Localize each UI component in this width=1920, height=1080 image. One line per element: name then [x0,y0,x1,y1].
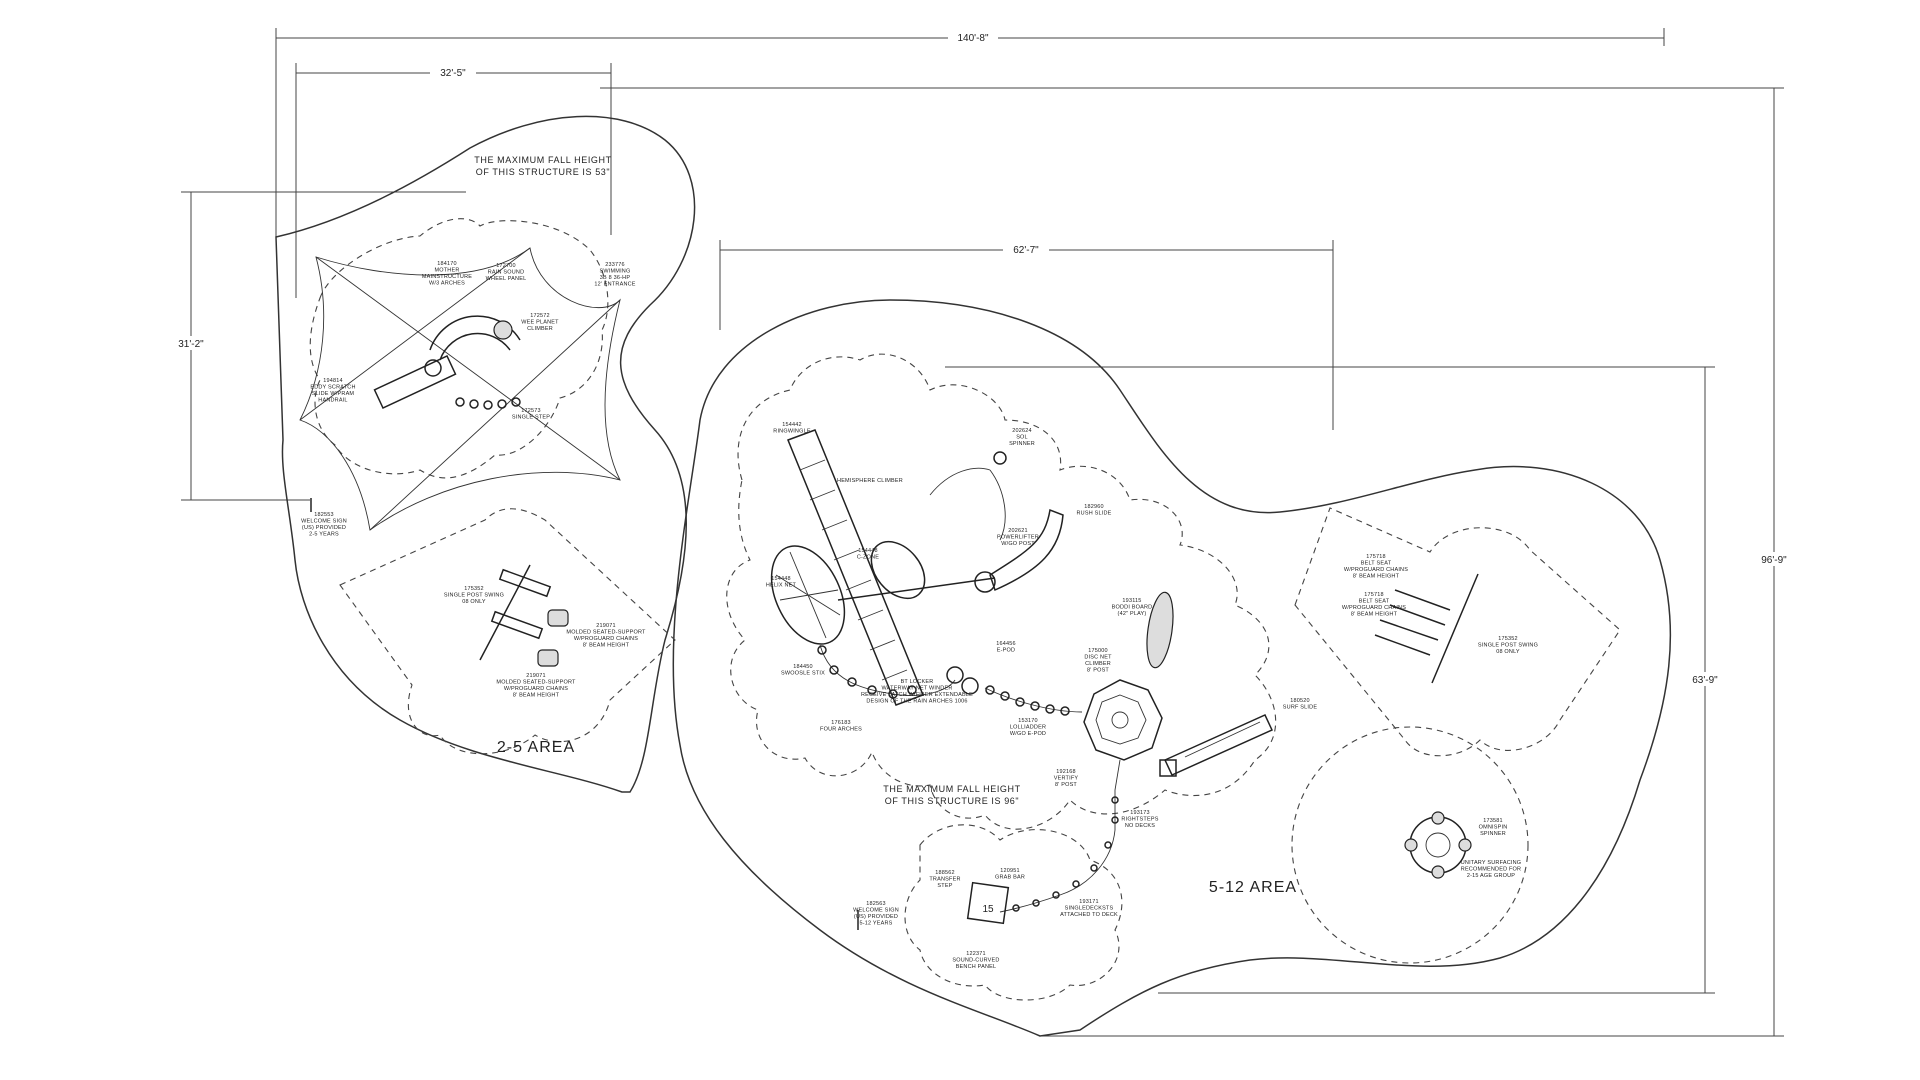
swoosle-stix [817,644,956,699]
use-zone-right-swings [1294,507,1621,757]
use-zone-small-structure [309,218,609,479]
fall-height-note-large-line1: THE MAXIMUM FALL HEIGHT [883,784,1020,794]
dim-mid-width: 62'-7" [1013,245,1039,256]
use-zone-lower-steps [904,824,1123,1001]
dim-left-width: 32'-5" [440,68,466,79]
area-title-large: 5-12 AREA [1209,879,1297,896]
dim-right-height: 63'-9" [1692,675,1718,686]
fall-height-note-small-line2: OF THIS STRUCTURE IS 53" [476,167,610,177]
fall-height-note-small-line1: THE MAXIMUM FALL HEIGHT [474,155,611,165]
swing-set-right [1374,573,1479,684]
rightsteps [999,759,1121,913]
arches-connector [837,577,996,695]
dim-overall-height: 96'-9" [1761,555,1787,566]
use-zone-main-structure [726,353,1277,830]
dim-left-height: 31'-2" [178,339,204,350]
step-number: 15 [982,904,994,915]
deck-hexagon [1083,679,1163,761]
boddi-board [1146,591,1174,669]
use-zone-spinner [1291,726,1529,964]
fall-height-note-large-line2: OF THIS STRUCTURE IS 96" [885,796,1019,806]
swing-set-small [479,564,569,667]
helix-net [770,540,926,645]
welcome-sign-markers [310,498,859,930]
play-structure-small [373,315,521,410]
surf-slide [1159,714,1274,777]
shade-canopy [299,247,621,531]
transfer-step: 15 [966,881,1010,925]
single-steps [455,397,521,410]
use-zone-small-swings [339,508,676,755]
area-title-small: 2-5 AREA [497,739,575,756]
label-hemisphere-climber: HEMISPHERE CLIMBER [837,478,903,484]
sol-spinner [929,451,1007,541]
omnispin-spinner [1404,811,1472,879]
dim-overall-width: 140'-8" [957,33,988,44]
small-area-outline [275,115,696,793]
large-area-outline [672,299,1672,1037]
rush-slide [974,508,1064,593]
lolliladder [984,685,1083,716]
